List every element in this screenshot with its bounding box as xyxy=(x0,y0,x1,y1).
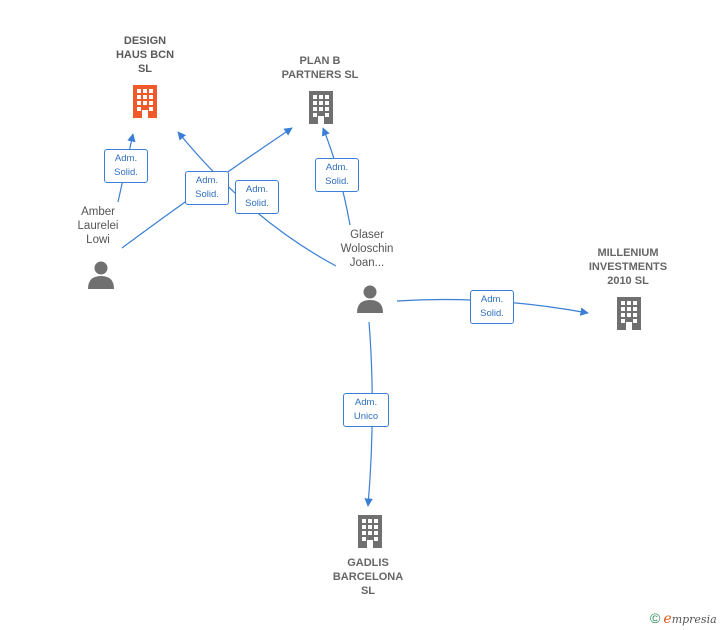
person-label-glaser[interactable]: Glaser Woloschin Joan... xyxy=(326,228,408,270)
label-line: BARCELONA xyxy=(332,571,404,583)
label-line: 2010 SL xyxy=(607,275,649,287)
edge-label-glaser-design[interactable]: Adm. Solid. xyxy=(235,180,279,214)
edge-label-line: Adm. xyxy=(114,153,138,164)
building-icon[interactable] xyxy=(355,514,385,548)
edge-label-glaser-millenium[interactable]: Adm. Solid. xyxy=(470,290,514,324)
brand-logo: © empresia xyxy=(650,610,717,627)
label-line: Glaser xyxy=(350,229,384,241)
brand-e: e xyxy=(663,611,672,627)
building-icon[interactable] xyxy=(306,90,336,124)
label-line: INVESTMENTS xyxy=(588,261,668,273)
label-line: PARTNERS SL xyxy=(281,69,359,81)
edge-label-line: Solid. xyxy=(325,176,349,187)
label-line: GADLIS xyxy=(347,557,389,569)
edge-label-line: Solid. xyxy=(195,189,219,200)
label-line: Laurelei xyxy=(77,220,119,232)
label-line: Woloschin xyxy=(340,243,394,255)
person-icon[interactable] xyxy=(86,259,116,289)
edge-label-line: Adm. xyxy=(245,184,269,195)
label-line: SL xyxy=(360,585,376,597)
company-label-design-haus[interactable]: DESIGN HAUS BCN SL xyxy=(95,34,195,76)
edge-label-line: Adm. xyxy=(354,397,378,408)
edge-label-glaser-planb[interactable]: Adm. Solid. xyxy=(315,158,359,192)
label-line: SL xyxy=(137,63,153,75)
edge-label-line: Adm. xyxy=(325,162,349,173)
label-line: HAUS BCN xyxy=(115,49,175,61)
company-label-plan-b[interactable]: PLAN B PARTNERS SL xyxy=(262,54,378,82)
edge-label-line: Solid. xyxy=(480,308,504,319)
building-icon[interactable] xyxy=(614,296,644,330)
edge-label-line: Adm. xyxy=(480,294,504,305)
edge-label-line: Adm. xyxy=(195,175,219,186)
company-label-gadlis[interactable]: GADLIS BARCELONA SL xyxy=(318,556,418,598)
person-icon[interactable] xyxy=(355,283,385,313)
label-line: PLAN B xyxy=(299,55,341,67)
brand-name: mpresia xyxy=(671,613,717,626)
person-label-amber[interactable]: Amber Laurelei Lowi xyxy=(58,205,138,247)
edge-label-glaser-gadlis[interactable]: Adm. Unico xyxy=(343,393,389,427)
edge-label-line: Unico xyxy=(353,411,379,422)
building-icon[interactable] xyxy=(130,84,160,118)
label-line: Amber xyxy=(81,206,115,218)
label-line: Lowi xyxy=(86,234,110,246)
label-line: MILLENIUM xyxy=(597,247,659,259)
company-label-millenium[interactable]: MILLENIUM INVESTMENTS 2010 SL xyxy=(572,246,684,288)
edge-label-line: Solid. xyxy=(245,198,269,209)
edge-label-amber-planb[interactable]: Adm. Solid. xyxy=(185,171,229,205)
label-line: Joan... xyxy=(349,257,385,269)
label-line: DESIGN xyxy=(123,35,167,47)
edge-label-amber-design[interactable]: Adm. Solid. xyxy=(104,149,148,183)
copyright-symbol: © xyxy=(650,610,661,626)
edge-label-line: Solid. xyxy=(114,167,138,178)
